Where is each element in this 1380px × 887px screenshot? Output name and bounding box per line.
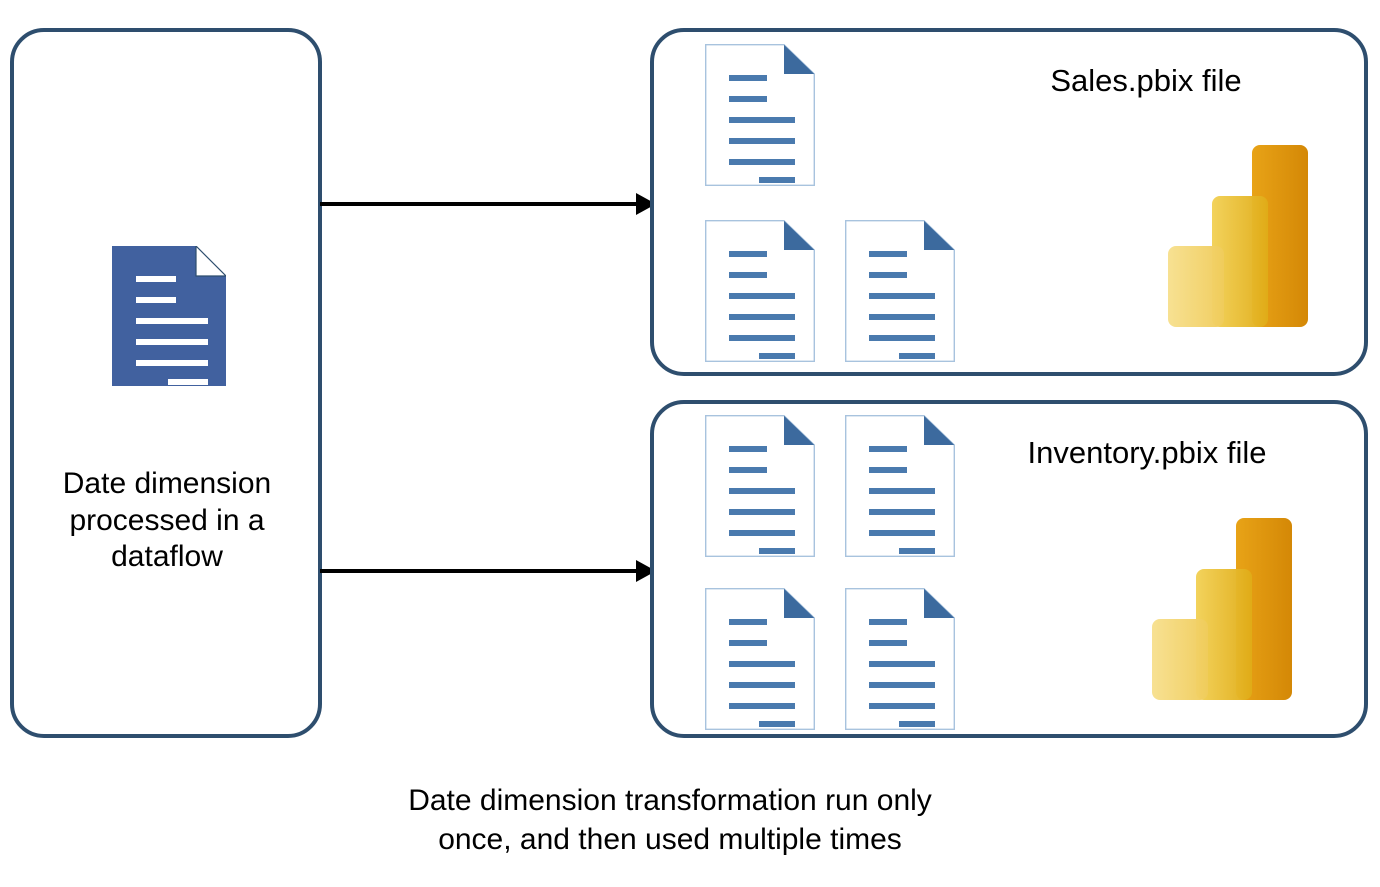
- document-icon: [845, 220, 955, 362]
- arrow-to-inventory: [320, 560, 656, 582]
- document-icon: [705, 415, 815, 557]
- power-bi-logo: [1168, 145, 1308, 327]
- document-icon: [705, 220, 815, 362]
- power-bi-logo: [1152, 518, 1292, 700]
- document-icon: [845, 588, 955, 730]
- document-icon: [705, 588, 815, 730]
- arrow-to-sales: [320, 193, 656, 215]
- source-document-icon: [112, 246, 226, 386]
- source-caption: Date dimension processed in a dataflow: [62, 467, 272, 574]
- inventory-panel-title: Inventory.pbix file: [1027, 435, 1267, 470]
- document-icon: [705, 44, 815, 186]
- sales-panel-title: Sales.pbix file: [1050, 63, 1242, 98]
- document-icon: [845, 415, 955, 557]
- bottom-caption: Date dimension transformation run only o…: [408, 784, 932, 856]
